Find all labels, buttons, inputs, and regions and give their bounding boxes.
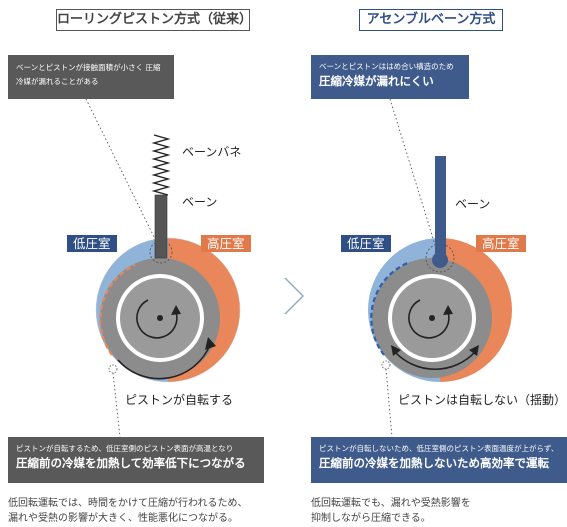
left-vane-spring-icon	[151, 134, 171, 196]
right-vane-joint	[432, 252, 448, 268]
left-note-line-2: 漏れや受熱の影響が大きく、性能悪化につながる。	[8, 513, 238, 524]
left-bottom-callout-small: ピストンが自転するため、低圧室側のピストン表面が高温となり	[16, 444, 234, 453]
right-top-callout-large: 圧縮冷媒が漏れにくい	[319, 74, 434, 88]
left-spring-label: ベーンバネ	[182, 145, 242, 159]
right-vane-label: ベーン	[455, 197, 491, 211]
right-rotation-arrow	[408, 299, 450, 339]
left-heated-surface	[99, 264, 136, 356]
right-title: アセンブルベーン方式	[359, 9, 503, 31]
right-note: 低回転運転でも、漏れや受熱影響を 抑制しながら圧縮できる。	[311, 496, 471, 526]
right-bottom-callout-large: 圧縮前の冷媒を加熱しないため高効率で運転	[319, 456, 549, 470]
left-note: 低回転運転では、時間をかけて圧縮が行われるため、 漏れや受熱の影響が大きく、性能…	[8, 496, 248, 526]
left-rotation-arrow	[136, 299, 178, 339]
left-bottom-callout-large: 圧縮前の冷媒を加熱して効率低下につながる	[16, 456, 246, 470]
left-high-chamber-label: 高圧室	[201, 235, 251, 252]
right-swing-arrow	[394, 351, 476, 370]
left-bottom-callout: ピストンが自転するため、低圧室側のピストン表面が高温となり 圧縮前の冷媒を加熱し…	[8, 437, 264, 483]
left-title: ローリングピストン方式（従来）	[56, 9, 252, 31]
left-low-chamber-label: 低圧室	[67, 235, 117, 252]
arrow-right-icon	[284, 277, 304, 315]
left-cylinder	[95, 237, 241, 383]
right-piston-label: ピストンは自転しない（揺動）	[398, 393, 567, 407]
left-vane	[155, 195, 167, 258]
right-top-callout-small: ベーンとピストンははめ合い構造のため	[319, 62, 454, 71]
right-bottom-callout-small: ピストンが自転しないため、低圧室側のピストン表面温度が上がらず、	[319, 444, 559, 453]
left-orbit-arrow	[117, 344, 211, 380]
right-low-chamber-label: 低圧室	[341, 235, 391, 252]
right-vane	[435, 156, 446, 256]
left-note-line-1: 低回転運転では、時間をかけて圧縮が行われるため、	[8, 498, 248, 509]
right-cylinder	[368, 238, 512, 382]
right-cool-surface	[370, 260, 411, 356]
right-high-chamber-label: 高圧室	[476, 235, 526, 252]
right-note-line-2: 抑制しながら圧縮できる。	[311, 513, 431, 524]
right-note-line-1: 低回転運転でも、漏れや受熱影響を	[311, 498, 471, 509]
left-contact-circle	[149, 240, 173, 264]
left-piston-label: ピストンが自転する	[125, 393, 234, 407]
left-top-callout: ベーンとピストンが接触面積が小さく 圧縮冷媒が漏れることがある	[8, 55, 174, 99]
right-top-callout: ベーンとピストンははめ合い構造のため 圧縮冷媒が漏れにくい	[311, 55, 469, 99]
right-contact-circle	[425, 243, 455, 273]
left-top-callout-text: ベーンとピストンが接触面積が小さく 圧縮冷媒が漏れることがある	[16, 63, 161, 86]
left-vane-assembly	[149, 134, 173, 264]
right-vane-assembly	[425, 156, 455, 273]
left-vane-label: ベーン	[182, 195, 218, 209]
right-bottom-callout: ピストンが自転しないため、低圧室側のピストン表面温度が上がらず、 圧縮前の冷媒を…	[311, 437, 567, 483]
